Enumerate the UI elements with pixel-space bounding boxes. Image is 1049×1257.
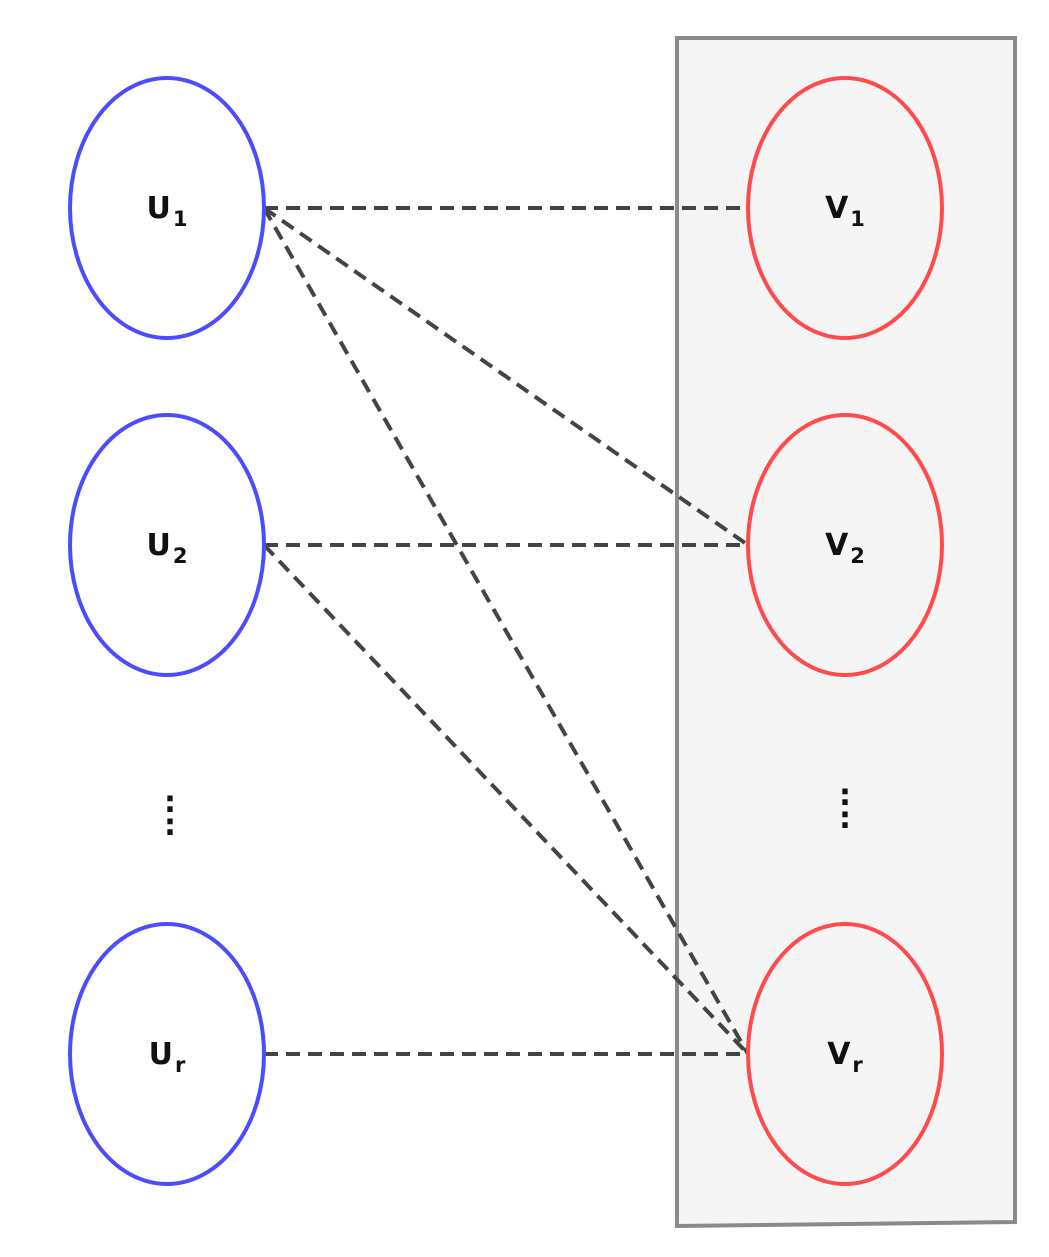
- edge-u1-v2: [262, 206, 750, 547]
- node-ur-sub: r: [175, 1053, 186, 1077]
- node-u1-sub: 1: [173, 207, 188, 231]
- right-ellipsis: :: [839, 778, 851, 813]
- node-vr-ellipse: [746, 922, 944, 1186]
- node-u2-ellipse: [68, 413, 266, 677]
- node-ur: Ur: [68, 922, 266, 1186]
- left-ellipsis: :: [164, 785, 176, 820]
- node-u2-sub: 2: [173, 544, 188, 568]
- node-u1-main: U: [147, 191, 171, 226]
- node-v2-main: V: [825, 528, 849, 563]
- node-v1-label: V1: [825, 191, 865, 231]
- right-group-box: [675, 36, 1017, 1229]
- node-v2-ellipse: [746, 413, 944, 677]
- edge-u2-vr: [262, 543, 750, 1056]
- node-v1: V1: [746, 76, 944, 340]
- node-vr-sub: r: [852, 1053, 863, 1077]
- node-vr-main: V: [827, 1037, 851, 1072]
- node-ur-label: Ur: [149, 1037, 186, 1077]
- node-v2-sub: 2: [850, 544, 865, 568]
- node-u1-label: U1: [147, 191, 188, 231]
- node-v2: V2: [746, 413, 944, 677]
- node-ur-main: U: [149, 1037, 173, 1072]
- node-u1: U1: [68, 76, 266, 340]
- node-u2-label: U2: [147, 528, 188, 568]
- node-v1-sub: 1: [850, 207, 865, 231]
- node-v2-label: V2: [825, 528, 865, 568]
- node-u2: U2: [68, 413, 266, 677]
- node-u2-main: U: [147, 528, 171, 563]
- node-vr-label: Vr: [827, 1037, 863, 1077]
- node-u1-ellipse: [68, 76, 266, 340]
- left-ellipsis-2: :: [164, 808, 176, 843]
- node-v1-main: V: [825, 191, 849, 226]
- node-ur-ellipse: [68, 922, 266, 1186]
- node-v1-ellipse: [746, 76, 944, 340]
- edges: [262, 206, 750, 1056]
- edge-u1-vr: [262, 207, 750, 1055]
- node-vr: Vr: [746, 922, 944, 1186]
- right-ellipsis-2: :: [839, 801, 851, 836]
